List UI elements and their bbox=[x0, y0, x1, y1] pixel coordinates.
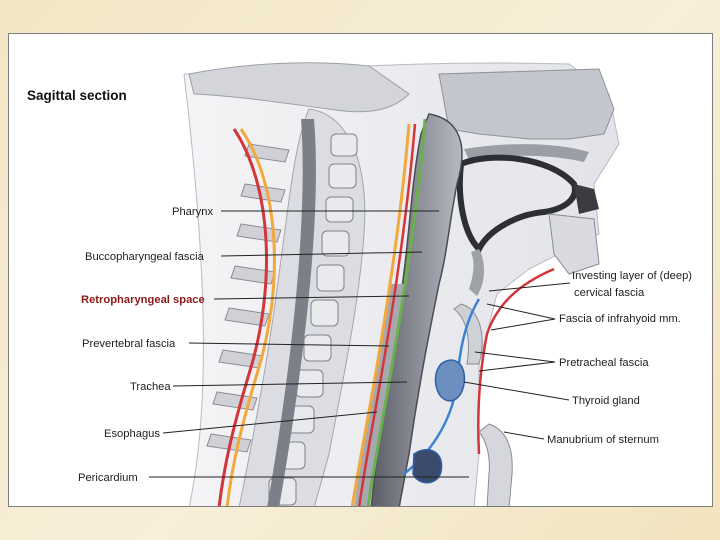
figure-frame: Sagittal section Pharynx Buccopharyngeal… bbox=[8, 33, 713, 507]
svg-text:Trachea: Trachea bbox=[130, 381, 171, 393]
label-manubrium: Manubrium of sternum bbox=[503, 431, 659, 446]
svg-text:cervical fascia: cervical fascia bbox=[574, 287, 645, 299]
manubrium-bone bbox=[478, 423, 513, 506]
larynx-cartilage bbox=[453, 303, 483, 365]
svg-text:Pretracheal fascia: Pretracheal fascia bbox=[559, 357, 649, 369]
label-thyroid-gland: Thyroid gland bbox=[463, 381, 640, 407]
spinal-canal bbox=[267, 119, 316, 506]
svg-text:Thyroid gland: Thyroid gland bbox=[572, 395, 640, 407]
posterior-red-fascia bbox=[217, 128, 269, 506]
label-pericardium: Pericardium bbox=[78, 472, 469, 484]
svg-text:Buccopharyngeal fascia: Buccopharyngeal fascia bbox=[85, 251, 205, 263]
label-prevertebral-fascia: Prevertebral fascia bbox=[82, 338, 390, 350]
label-buccopharyngeal-fascia: Buccopharyngeal fascia bbox=[85, 251, 423, 263]
thyroid-gland-shape bbox=[434, 359, 466, 402]
lips bbox=[574, 184, 599, 214]
palate bbox=[464, 144, 589, 162]
svg-text:Esophagus: Esophagus bbox=[104, 428, 160, 440]
svg-text:Prevertebral fascia: Prevertebral fascia bbox=[82, 338, 176, 350]
label-pretracheal-fascia: Pretracheal fascia bbox=[474, 351, 649, 372]
buccopharyngeal-green-fascia bbox=[366, 118, 427, 506]
label-investing-layer: Investing layer of (deep) cervical fasci… bbox=[488, 270, 692, 299]
skull-base bbox=[188, 62, 410, 113]
label-trachea: Trachea bbox=[130, 381, 408, 393]
brachiocephalic-vessel bbox=[412, 449, 443, 484]
nasal-cavity bbox=[438, 68, 615, 140]
sagittal-section-illustration: Sagittal section Pharynx Buccopharyngeal… bbox=[27, 62, 692, 506]
svg-text:Manubrium of sternum: Manubrium of sternum bbox=[547, 434, 659, 446]
investing-red-fascia bbox=[477, 267, 555, 455]
pharynx-airway bbox=[370, 113, 463, 506]
svg-text:Pharynx: Pharynx bbox=[172, 206, 213, 218]
posterior-orange-fascia bbox=[225, 128, 276, 506]
svg-text:Fascia of infrahyoid mm.: Fascia of infrahyoid mm. bbox=[559, 313, 681, 325]
label-fascia-infrahyoid: Fascia of infrahyoid mm. bbox=[486, 303, 681, 331]
figure-title: Sagittal section bbox=[27, 88, 127, 103]
svg-text:Investing layer of (deep): Investing layer of (deep) bbox=[572, 270, 692, 282]
svg-text:Retropharyngeal space: Retropharyngeal space bbox=[81, 294, 205, 306]
tongue bbox=[456, 154, 578, 255]
label-pharynx: Pharynx bbox=[172, 206, 439, 218]
svg-text:Pericardium: Pericardium bbox=[78, 472, 138, 484]
label-retropharyngeal-space: Retropharyngeal space bbox=[81, 294, 410, 306]
mandible bbox=[548, 213, 600, 275]
label-esophagus: Esophagus bbox=[104, 411, 378, 440]
epiglottis bbox=[469, 249, 485, 296]
